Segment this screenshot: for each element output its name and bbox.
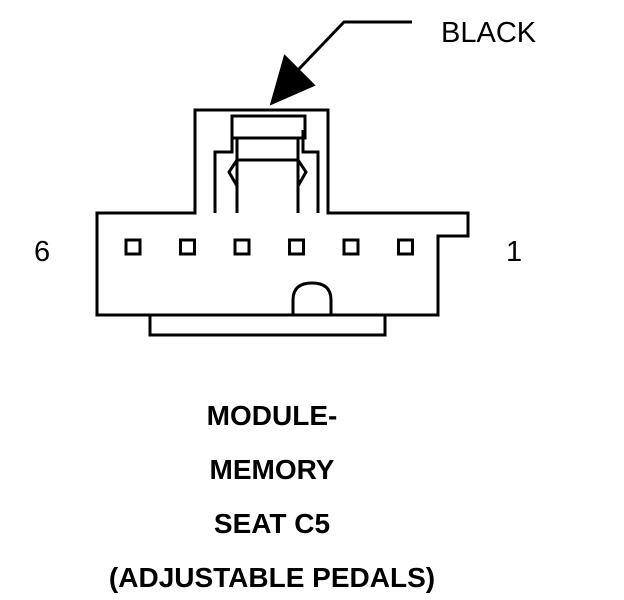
caption-line-1: MODULE- [207, 400, 338, 431]
pin-cavity [342, 238, 360, 256]
polarizing-key [291, 281, 333, 315]
connector-caption: MODULE- MEMORY SEAT C5 (ADJUSTABLE PEDAL… [109, 400, 435, 593]
caption-line-4: (ADJUSTABLE PEDALS) [109, 562, 435, 593]
tower-inner-right [301, 130, 320, 213]
wire-color-label: BLACK [441, 17, 537, 49]
connector-body [95, 108, 470, 337]
pin-cavity [179, 238, 196, 256]
pin-cavity [288, 238, 305, 256]
housing-base [148, 315, 387, 337]
latch-arm-right [296, 138, 308, 213]
tower-inner-left [213, 130, 234, 213]
caption-line-3: SEAT C5 [214, 508, 330, 539]
pin-label-left: 6 [34, 236, 50, 268]
housing-outline [95, 108, 470, 317]
pin-cavity [397, 238, 414, 256]
color-leader [269, 20, 412, 106]
locking-tab [230, 114, 307, 140]
leader-arrowhead [269, 54, 316, 106]
latch-arm-left [227, 138, 239, 213]
pin-cavity [124, 238, 142, 256]
cavity-row [124, 238, 414, 256]
pin-cavity [233, 238, 251, 256]
leader-line [296, 20, 412, 72]
pin-label-right: 1 [506, 236, 522, 268]
caption-line-2: MEMORY [210, 454, 335, 485]
